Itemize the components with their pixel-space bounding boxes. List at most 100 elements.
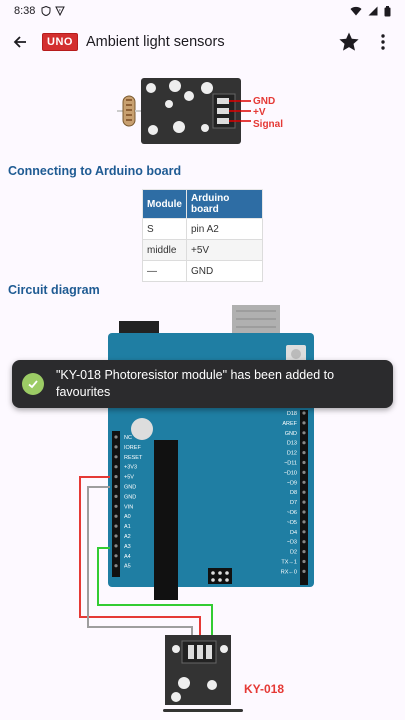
header-pin [302, 411, 306, 415]
right-pin-label: D13 [287, 441, 297, 447]
header-pin [302, 559, 306, 564]
table-row: middle +5V [142, 239, 263, 261]
header-pin [114, 475, 118, 479]
right-pin-label: D2 [290, 550, 297, 556]
left-pin-label: A2 [124, 534, 131, 540]
svg-text:F: F [59, 9, 61, 13]
module-label: KY-018 [244, 682, 284, 696]
header-pin [302, 540, 306, 544]
home-indicator[interactable] [163, 709, 243, 712]
header-pin [302, 510, 306, 514]
circuit-heading: Circuit diagram [8, 283, 100, 297]
table-header-module: Module [142, 189, 187, 219]
left-pin-label: +3V3 [124, 465, 137, 471]
battery-icon [384, 5, 391, 16]
left-pin-label: IOREF [124, 445, 141, 451]
right-pin-label: ~D3 [287, 540, 297, 546]
table-header-row: Module Arduino board [142, 189, 263, 219]
favourite-added-toast: "KY-018 Photoresistor module" has been a… [12, 360, 393, 408]
table-cell: pin A2 [186, 218, 263, 240]
header-pin [302, 431, 306, 435]
left-pin-label: A0 [124, 514, 131, 520]
table-cell: — [142, 260, 187, 282]
header-pin [114, 504, 118, 508]
pin-label-signal: Signal [253, 119, 283, 130]
table-header-arduino: Arduino board [186, 189, 263, 219]
left-pin-label: A3 [124, 544, 131, 550]
right-pin-label: RX←0 [281, 569, 297, 575]
left-pin-header [112, 431, 120, 577]
header-pin [114, 564, 118, 568]
header-pin [302, 460, 306, 465]
status-time: 8:38 [14, 5, 36, 17]
header-pin [114, 445, 118, 449]
right-pin-label: ~D9 [287, 480, 297, 486]
left-pin-label: NC [124, 435, 132, 441]
vpn-icon: F [55, 6, 66, 16]
right-pin-label: D4 [290, 530, 297, 536]
table-row: — GND [142, 260, 263, 282]
connecting-heading: Connecting to Arduino board [8, 164, 182, 178]
right-pin-label: ~D6 [287, 510, 297, 516]
header-pin [302, 530, 306, 534]
check-circle-icon [22, 373, 44, 395]
header-pin [302, 520, 306, 524]
right-pin-label: D8 [290, 490, 297, 496]
header-pin [114, 484, 118, 489]
table-row: S pin A2 [142, 218, 263, 240]
table-cell: +5V [186, 239, 263, 261]
pin-label-gnd: GND [253, 96, 275, 107]
favourite-star-icon[interactable] [337, 30, 361, 54]
photoresistor-icon [122, 95, 136, 127]
arrow-left-icon [13, 36, 26, 48]
header-pin [114, 554, 118, 558]
header-pin [114, 465, 118, 469]
app-bar: UNO Ambient light sensors [0, 22, 405, 62]
sensor-module-image: GND +V Signal [117, 78, 283, 144]
header-pin [302, 569, 306, 573]
toast-message: "KY-018 Photoresistor module" has been a… [56, 368, 335, 399]
shield-icon [41, 6, 51, 16]
reset-button-graphic [286, 345, 306, 363]
pin-label-v: +V [253, 107, 266, 118]
left-pin-label: RESET [124, 455, 143, 461]
status-bar: 8:38 F [0, 0, 405, 22]
right-pin-label: ~D10 [284, 470, 297, 476]
left-pin-label: GND [124, 485, 136, 491]
page-title: Ambient light sensors [85, 34, 225, 50]
left-pin-label: VIN [124, 504, 133, 510]
back-button[interactable] [0, 22, 40, 62]
table-cell: GND [186, 260, 263, 282]
header-pin [114, 494, 118, 498]
header-pin [302, 480, 306, 484]
left-pin-label: A5 [124, 564, 131, 570]
table-cell: middle [142, 239, 187, 261]
left-pin-label: A1 [124, 524, 131, 530]
header-pin [114, 514, 118, 518]
more-options-button[interactable] [371, 30, 395, 54]
header-pin [302, 421, 306, 425]
pin-connection-table: Module Arduino board S pin A2 middle +5V… [142, 189, 263, 282]
header-pin [302, 451, 306, 455]
right-pin-label: GND [285, 431, 297, 437]
header-pin [114, 544, 118, 548]
header-pin [302, 500, 306, 504]
header-pin [114, 435, 118, 439]
header-pin [302, 490, 306, 494]
header-pin [302, 470, 306, 474]
left-pin-label: +5V [124, 475, 134, 481]
right-pin-label: TX→1 [281, 560, 297, 566]
uno-logo: UNO [42, 33, 78, 51]
right-pin-header [300, 410, 308, 585]
more-vert-icon [381, 34, 385, 50]
header-pin [114, 524, 118, 528]
right-pin-label: ~D5 [287, 520, 297, 526]
right-pin-label: AREF [282, 421, 297, 427]
left-pin-label: GND [124, 494, 136, 500]
right-pin-label: ~D11 [284, 461, 297, 467]
right-pin-label: D18 [287, 411, 297, 417]
header-pin [302, 550, 306, 554]
header-pin [114, 534, 118, 538]
table-cell: S [142, 218, 187, 240]
signal-icon [368, 6, 378, 16]
